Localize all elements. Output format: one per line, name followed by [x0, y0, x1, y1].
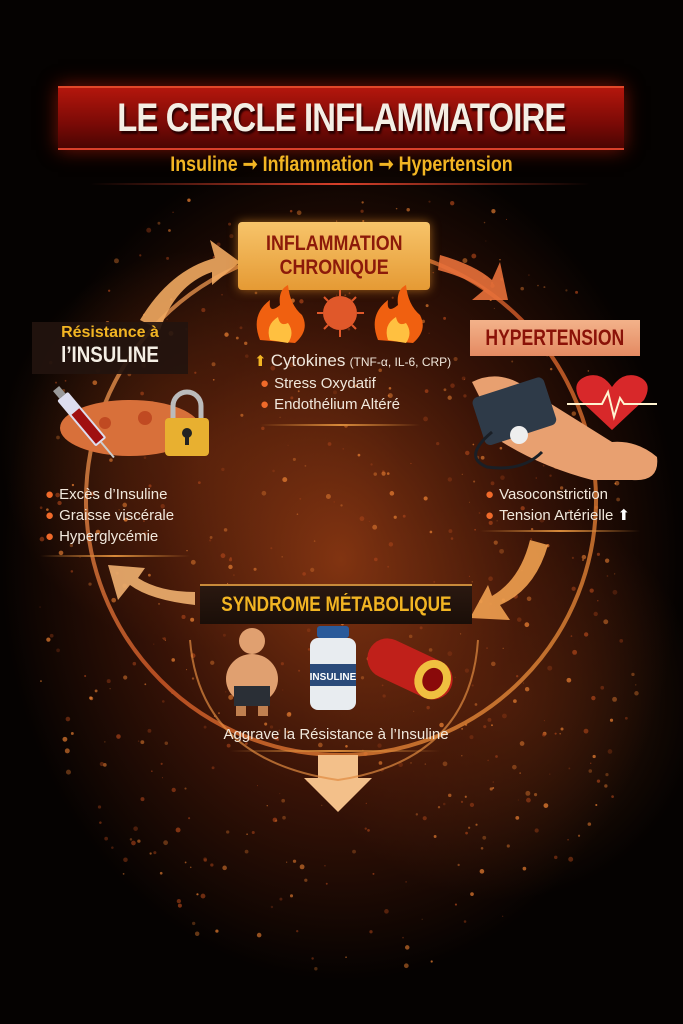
- inflammation-list: ⬆ Cytokines (TNF-α, IL-6, CRP) ●Stress O…: [254, 350, 451, 415]
- flame-icon: [374, 285, 423, 343]
- divider: [40, 555, 190, 557]
- subtitle-inflammation: Inflammation: [262, 153, 374, 176]
- item-text: Hyperglycémie: [59, 528, 159, 545]
- cytokines-detail: (TNF-α, IL-6, CRP): [349, 355, 452, 369]
- hypertension-title: HYPERTENSION: [485, 325, 625, 350]
- inflammation-illustration: [256, 285, 423, 343]
- arrow-right-bottom: [470, 540, 548, 620]
- obese-person-icon: [226, 628, 278, 716]
- resistance-banner: Résistance à l’INSULINE: [32, 322, 188, 374]
- hypertension-list: ●Vasoconstriction ●Tension Artérielle ⬆: [485, 484, 630, 526]
- syndrome-title: SYNDROME MÉTABOLIQUE: [220, 593, 452, 616]
- list-item: ●Tension Artérielle ⬆: [485, 507, 631, 524]
- arrow-top-right: [438, 255, 508, 300]
- arrow-bottom: [304, 755, 372, 812]
- subtitle-hypertension: Hypertension: [398, 153, 513, 176]
- resistance-title: Résistance à: [61, 324, 159, 341]
- item-text: Endothélium Altéré: [274, 396, 400, 413]
- arrow-top-left: [140, 240, 240, 330]
- item-text: Graisse viscérale: [59, 507, 175, 524]
- cytokines-label: Cytokines: [270, 351, 346, 370]
- inflammation-banner: INFLAMMATION CHRONIQUE: [238, 222, 430, 290]
- subtitle: Insuline ➞ Inflammation ➞ Hypertension: [51, 152, 632, 177]
- arrow-left-bottom: [108, 565, 195, 605]
- syndrome-banner: SYNDROME MÉTABOLIQUE: [200, 584, 472, 624]
- list-item: ●Hyperglycémie: [45, 528, 159, 545]
- item-text: Excès d’Insuline: [59, 486, 168, 503]
- divider: [260, 424, 420, 426]
- flame-icon: [256, 285, 305, 343]
- arrow-right-icon: ➞: [242, 153, 258, 176]
- list-item: ●Excès d’Insuline: [45, 486, 168, 503]
- arrow-up-icon: ⬆: [617, 507, 631, 524]
- resistance-list: ●Excès d’Insuline ●Graisse viscérale ●Hy…: [45, 484, 174, 547]
- inflammation-title: INFLAMMATION: [265, 232, 403, 255]
- lock-icon: [165, 389, 209, 456]
- item-text: Vasoconstriction: [499, 486, 609, 503]
- list-item: ●Graisse viscérale: [45, 507, 175, 524]
- syndrome-illustration: INSULINE: [226, 626, 453, 716]
- hypertension-banner: HYPERTENSION: [470, 320, 640, 356]
- artery-plaque-icon: [367, 638, 453, 700]
- list-item: ⬆ Cytokines (TNF-α, IL-6, CRP): [254, 350, 451, 373]
- arrow-up-icon: ⬆: [254, 353, 267, 370]
- resistance-subtitle: l’INSULINE: [61, 342, 159, 367]
- divider: [480, 530, 640, 532]
- resistance-illustration: [53, 385, 209, 459]
- insulin-bottle-icon: INSULINE: [310, 626, 357, 710]
- syndrome-caption: Aggrave la Résistance à l’Insuline: [223, 726, 449, 743]
- syringe-icon: [53, 385, 115, 459]
- hypertension-illustration: [472, 375, 658, 481]
- arrow-right-icon: ➞: [378, 153, 394, 176]
- virus-icon: [317, 290, 364, 337]
- heart-icon: [567, 375, 657, 430]
- item-text: Stress Oxydatif: [274, 375, 376, 392]
- page-title: LE CERCLE INFLAMMATOIRE: [116, 95, 566, 140]
- list-item: ●Endothélium Altéré: [260, 396, 400, 413]
- title-banner: LE CERCLE INFLAMMATOIRE: [58, 86, 624, 150]
- inflammation-subtitle: CHRONIQUE: [279, 256, 389, 279]
- blood-pressure-cuff-icon: [472, 377, 557, 470]
- divider: [230, 750, 440, 752]
- divider: [90, 183, 590, 185]
- list-item: ●Vasoconstriction: [485, 486, 609, 503]
- bottle-label: INSULINE: [310, 672, 357, 683]
- item-text: Tension Artérielle: [499, 507, 614, 524]
- list-item: ●Stress Oxydatif: [260, 375, 376, 392]
- subtitle-insuline: Insuline: [170, 153, 238, 176]
